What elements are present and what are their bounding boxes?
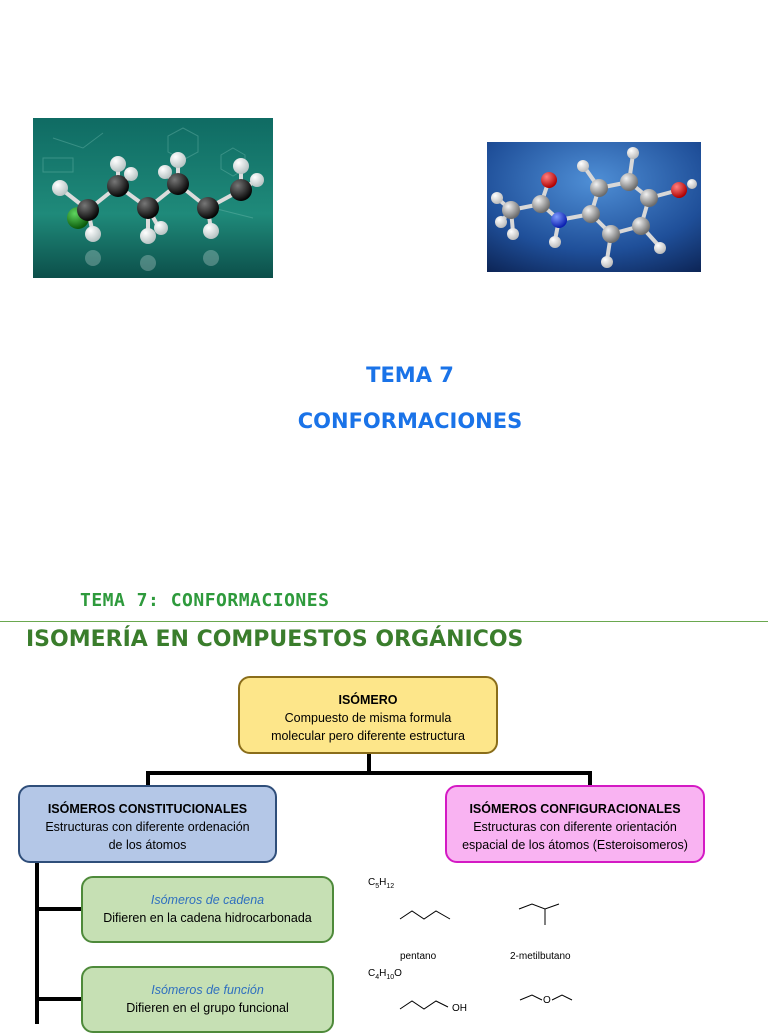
function-isomers-node: Isómeros de función Difieren en el grupo… (81, 966, 334, 1033)
formula1-h-sub: 12 (386, 883, 395, 890)
chain-isomers-heading: Isómeros de cadena (150, 893, 265, 907)
formula-c5h12: C5H12 (368, 877, 394, 890)
metilbutano-label: 2-metilbutano (510, 951, 571, 962)
pentano-label: pentano (400, 951, 437, 962)
o-label: O (543, 995, 551, 1006)
function-isomers-line1: Difieren en el grupo funcional (126, 1001, 289, 1015)
header-divider (0, 621, 768, 622)
slide-1: TEMA 7 CONFORMACIONES (33, 118, 701, 433)
isomero-node: ISÓMERO Compuesto de misma formula molec… (238, 676, 498, 754)
formula1-c-sub: 5 (375, 883, 380, 890)
molecule-model-photo-right (487, 142, 701, 272)
constitutional-heading: ISÓMEROS CONSTITUCIONALES (47, 802, 248, 816)
chain-isomers-node: Isómeros de cadena Difieren en la cadena… (81, 876, 334, 943)
connector-horizontal (146, 771, 592, 775)
isomero-line1: Compuesto de misma formula (284, 711, 452, 725)
constitutional-line2: de los átomos (108, 838, 187, 852)
formula2-c: C (368, 968, 376, 979)
pentane-structure (399, 910, 451, 920)
configurational-line1: Estructuras con diferente orientación (473, 820, 677, 834)
slide-2: TEMA 7: CONFORMACIONES ISOMERÍA EN COMPU… (0, 585, 768, 1033)
slide-title: ISOMERÍA EN COMPUESTOS ORGÁNICOS (26, 627, 524, 652)
slide-title-line-2: CONFORMACIONES (297, 409, 523, 433)
connector-funcion (35, 997, 83, 1001)
constitutional-line1: Estructuras con diferente ordenación (45, 820, 250, 834)
connector-cadena (35, 907, 83, 911)
connector-right-down (588, 771, 592, 785)
slide-header: TEMA 7: CONFORMACIONES (80, 590, 330, 611)
function-isomers-heading: Isómeros de función (151, 983, 264, 997)
molecule-model-photo-left (33, 118, 273, 278)
isomero-heading: ISÓMERO (338, 693, 398, 707)
metilbutane-structure (518, 903, 560, 925)
formula1-h: H (379, 877, 387, 888)
ether-structure (519, 994, 573, 1001)
formula2-h: H (379, 968, 387, 979)
connector-left-down (146, 771, 150, 785)
formula2-c-sub: 4 (375, 974, 380, 981)
chain-isomers-line1: Difieren en la cadena hidrocarbonada (103, 911, 312, 925)
configurational-node: ISÓMEROS CONFIGURACIONALES Estructuras c… (445, 785, 705, 863)
formula2-h-sub: 10 (386, 974, 395, 981)
slide-title-line-1: TEMA 7 (366, 363, 454, 387)
isomero-line2: molecular pero diferente estructura (271, 729, 465, 743)
formula2-o: O (394, 968, 402, 979)
constitutional-node: ISÓMEROS CONSTITUCIONALES Estructuras co… (18, 785, 277, 863)
oh-label: OH (452, 1003, 467, 1014)
butanol-structure (399, 1000, 449, 1010)
connector-const-vertical (35, 863, 39, 1024)
formula-c4h10o: C4H10O (368, 968, 402, 981)
configurational-line2: espacial de los átomos (Esteroisomeros) (462, 838, 688, 852)
connector-root-down (367, 754, 371, 772)
configurational-heading: ISÓMEROS CONFIGURACIONALES (469, 802, 681, 816)
formula1-c: C (368, 877, 376, 888)
